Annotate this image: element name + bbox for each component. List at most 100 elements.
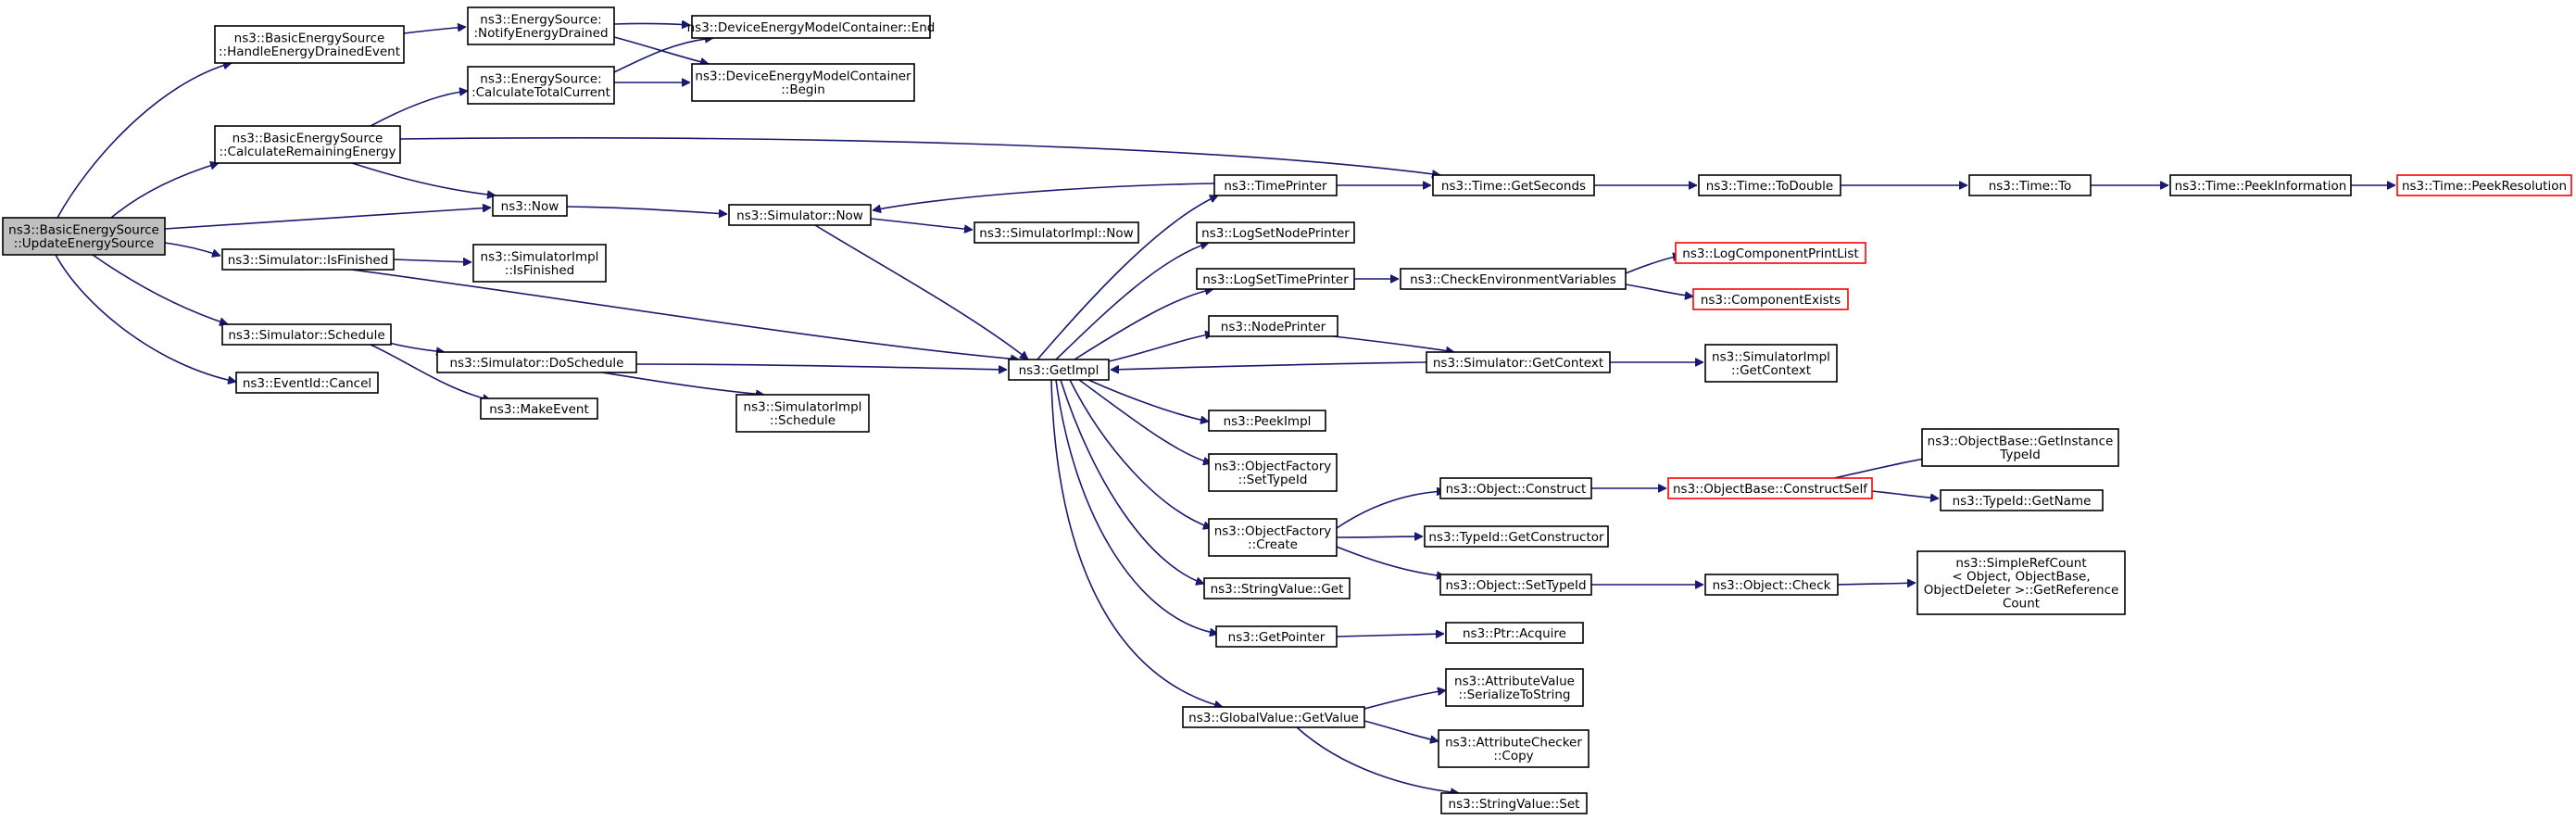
edge-sim-isfinished-to-simimpl-isfinished (393, 259, 471, 262)
node-label: ::CalculateRemainingEnergy (219, 145, 396, 159)
node-notify-drained[interactable]: ns3::EnergySource::NotifyEnergyDrained (467, 6, 615, 45)
function-nodes: ns3::BasicEnergySource::UpdateEnergySour… (2, 6, 2572, 814)
edge-get-impl-to-of-settypeid (1078, 379, 1212, 463)
node-label: ns3::SimulatorImpl::Now (979, 226, 1133, 241)
node-check-env[interactable]: ns3::CheckEnvironmentVariables (1400, 268, 1627, 290)
node-handle-drained[interactable]: ns3::BasicEnergySource::HandleEnergyDrai… (214, 25, 405, 64)
node-attrvalue-serialize[interactable]: ns3::AttributeValue::SerializeToString (1445, 668, 1584, 707)
edge-get-pointer-to-ptr-acquire (1336, 634, 1444, 637)
node-label: ns3::Object::SetTypeId (1445, 578, 1586, 593)
node-sim-isfinished[interactable]: ns3::Simulator::IsFinished (221, 248, 395, 271)
node-label: ns3::BasicEnergySource (234, 32, 385, 46)
call-edges (55, 23, 2395, 793)
node-simimpl-getcontext[interactable]: ns3::SimulatorImpl::GetContext (1704, 344, 1838, 383)
node-objectbase-constructself[interactable]: ns3::ObjectBase::ConstructSelf (1667, 477, 1873, 499)
node-object-settypeid[interactable]: ns3::Object::SetTypeId (1439, 574, 1592, 596)
node-label: ns3::SimulatorImpl (744, 400, 862, 415)
node-label: ns3::GetImpl (1019, 363, 1100, 378)
edge-sim-now-to-simimpl-now (870, 218, 973, 230)
node-simimpl-isfinished[interactable]: ns3::SimulatorImpl::IsFinished (472, 244, 607, 283)
node-sim-doschedule[interactable]: ns3::Simulator::DoSchedule (436, 351, 637, 373)
node-label: ns3::LogSetTimePrinter (1202, 272, 1349, 287)
node-log-set-node-printer[interactable]: ns3::LogSetNodePrinter (1196, 221, 1355, 244)
node-label: ::GetContext (1731, 363, 1811, 378)
node-attrchecker-copy[interactable]: ns3::AttributeChecker::Copy (1438, 729, 1590, 768)
node-of-settypeid[interactable]: ns3::ObjectFactory::SetTypeId (1208, 453, 1338, 492)
node-node-printer[interactable]: ns3::NodePrinter (1208, 315, 1338, 337)
node-stringvalue-set[interactable]: ns3::StringValue::Set (1440, 792, 1588, 814)
node-label: ns3::ObjectFactory (1214, 524, 1332, 539)
node-dem-begin[interactable]: ns3::DeviceEnergyModelContainer::Begin (691, 63, 915, 102)
node-label: ns3::LogComponentPrintList (1682, 246, 1858, 261)
node-calc-remaining[interactable]: ns3::BasicEnergySource::CalculateRemaini… (214, 125, 401, 164)
edge-check-env-to-component-exists (1625, 284, 1693, 296)
node-time-printer[interactable]: ns3::TimePrinter (1213, 174, 1338, 196)
edge-get-impl-to-get-pointer (1055, 379, 1218, 634)
node-log-set-time-printer[interactable]: ns3::LogSetTimePrinter (1196, 268, 1355, 290)
node-eventid-cancel[interactable]: ns3::EventId::Cancel (235, 372, 379, 394)
node-dem-end[interactable]: ns3::DeviceEnergyModelContainer::End (687, 15, 936, 39)
node-log-comp-printlist[interactable]: ns3::LogComponentPrintList (1675, 242, 1866, 264)
node-label: ns3::ComponentExists (1701, 293, 1841, 308)
node-sim-schedule[interactable]: ns3::Simulator::Schedule (221, 323, 392, 346)
node-root[interactable]: ns3::BasicEnergySource::UpdateEnergySour… (2, 217, 166, 256)
edge-calc-remaining-to-calc-total (370, 91, 468, 127)
node-time-to[interactable]: ns3::Time::To (1968, 174, 2092, 196)
edge-sim-getcontext-to-get-impl (1111, 361, 1427, 370)
node-label: ns3::EventId::Cancel (243, 376, 371, 391)
edge-root-to-calc-remaining (110, 163, 219, 219)
node-label: ns3::EnergySource: (480, 13, 601, 28)
edge-calc-remaining-to-time-getseconds (399, 136, 1440, 175)
node-get-impl[interactable]: ns3::GetImpl (1008, 359, 1110, 381)
node-object-check[interactable]: ns3::Object::Check (1704, 574, 1839, 596)
node-label: ns3::CheckEnvironmentVariables (1410, 272, 1616, 287)
node-label: ns3::Time::To (1989, 179, 2072, 194)
edge-get-impl-to-of-create (1069, 379, 1212, 528)
node-typeid-getconstructor[interactable]: ns3::TypeId::GetConstructor (1424, 525, 1609, 548)
node-object-construct[interactable]: ns3::Object::Construct (1439, 477, 1592, 499)
node-simimpl-now[interactable]: ns3::SimulatorImpl::Now (974, 221, 1139, 244)
node-sim-getcontext[interactable]: ns3::Simulator::GetContext (1426, 351, 1611, 373)
node-stringvalue-get[interactable]: ns3::StringValue::Get (1203, 577, 1351, 599)
node-simimpl-schedule[interactable]: ns3::SimulatorImpl::Schedule (735, 394, 870, 433)
node-label: ns3::NodePrinter (1221, 320, 1326, 334)
node-time-peekinfo[interactable]: ns3::Time::PeekInformation (2169, 174, 2352, 196)
node-make-event[interactable]: ns3::MakeEvent (480, 397, 598, 420)
node-label: ns3::GlobalValue::GetValue (1188, 711, 1359, 725)
node-sim-now[interactable]: ns3::Simulator::Now (728, 204, 872, 226)
node-label: ns3::TimePrinter (1224, 179, 1327, 194)
node-globalvalue-getvalue[interactable]: ns3::GlobalValue::GetValue (1182, 706, 1365, 728)
node-now[interactable]: ns3::Now (492, 195, 568, 217)
node-component-exists[interactable]: ns3::ComponentExists (1692, 288, 1849, 310)
node-label: ns3::MakeEvent (489, 402, 589, 417)
node-label: :CalculateTotalCurrent (471, 85, 610, 100)
node-label: ::UpdateEnergySource (14, 236, 155, 251)
edge-check-env-to-log-comp-printlist (1625, 256, 1681, 274)
node-calc-total[interactable]: ns3::EnergySource::CalculateTotalCurrent (467, 66, 615, 105)
node-label: ns3::Time::PeekInformation (2175, 179, 2347, 194)
node-label: ns3::Time::ToDouble (1706, 179, 1833, 194)
node-time-peekres[interactable]: ns3::Time::PeekResolution (2396, 174, 2572, 196)
node-label: ns3::Simulator::Schedule (228, 328, 384, 343)
edge-sim-now-to-get-impl (814, 224, 1028, 360)
node-time-todouble[interactable]: ns3::Time::ToDouble (1698, 174, 1841, 196)
node-typeid-getname[interactable]: ns3::TypeId::GetName (1940, 489, 2104, 511)
edge-now-to-sim-now (566, 206, 727, 214)
node-ptr-acquire[interactable]: ns3::Ptr::Acquire (1445, 622, 1584, 644)
node-label: ns3::EnergySource: (480, 72, 601, 87)
node-get-pointer[interactable]: ns3::GetPointer (1215, 625, 1338, 648)
edge-object-check-to-simplerefcount (1837, 583, 1916, 585)
node-label: ns3::TypeId::GetName (1953, 494, 2092, 509)
node-peek-impl[interactable]: ns3::PeekImpl (1208, 410, 1326, 432)
node-time-getseconds[interactable]: ns3::Time::GetSeconds (1432, 174, 1595, 196)
node-label: ns3::SimpleRefCount (1955, 556, 2086, 571)
edge-root-to-sim-schedule (92, 254, 228, 324)
node-simplerefcount[interactable]: ns3::SimpleRefCount< Object, ObjectBase,… (1916, 550, 2126, 615)
node-of-create[interactable]: ns3::ObjectFactory::Create (1208, 518, 1338, 557)
node-label: ns3::SimulatorImpl (1712, 350, 1830, 365)
node-label: ns3::Time::GetSeconds (1441, 179, 1586, 194)
edge-get-impl-to-node-printer (1108, 334, 1213, 362)
node-label: ns3::StringValue::Get (1211, 582, 1344, 597)
edge-get-impl-to-peek-impl (1087, 379, 1209, 422)
